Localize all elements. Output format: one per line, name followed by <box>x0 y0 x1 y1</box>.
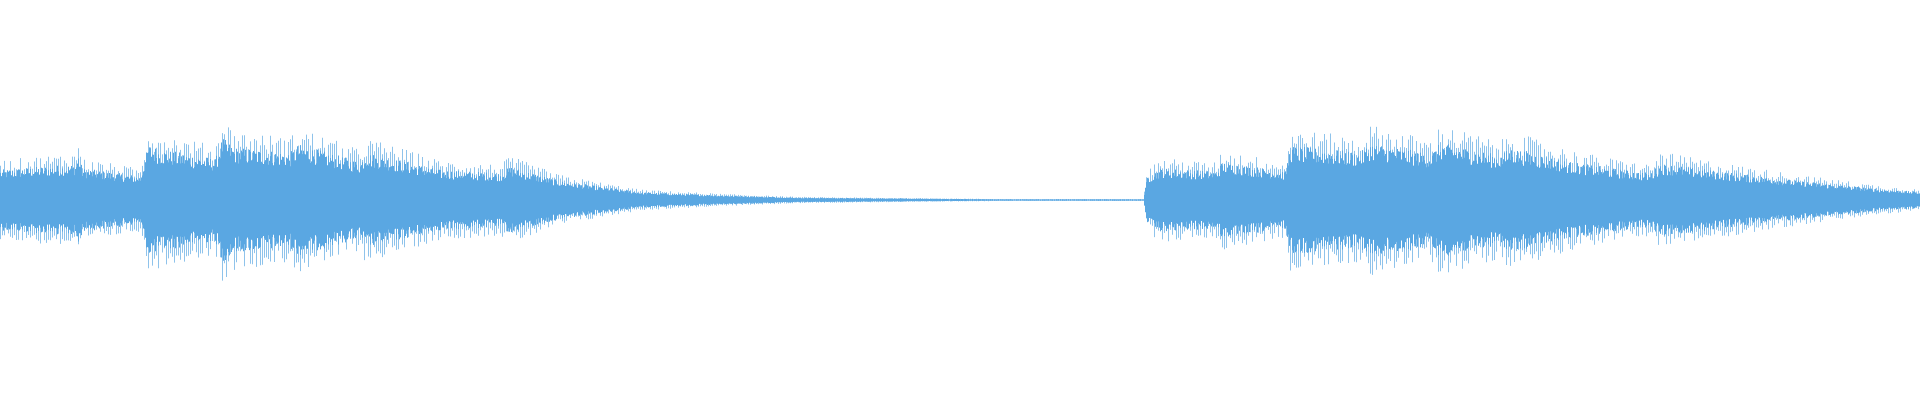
waveform-peak-lines <box>0 126 1919 281</box>
waveform-peaks <box>0 126 1920 281</box>
